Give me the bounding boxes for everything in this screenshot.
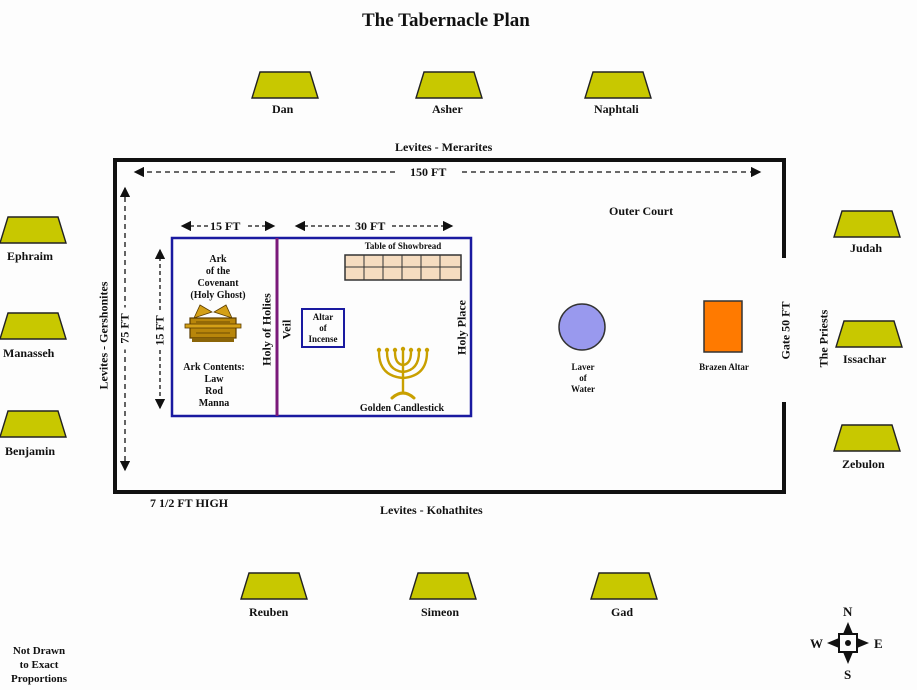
altar-line-3: Incense [308, 334, 338, 344]
tribe-dan: Dan [272, 102, 294, 116]
tribe-benjamin: Benjamin [5, 444, 56, 458]
golden-candlestick-label: Golden Candlestick [359, 403, 445, 414]
note-line-2: to Exact [19, 659, 59, 671]
laver-line-1: Laver [571, 362, 595, 372]
sanctuary [170, 236, 473, 418]
table-of-showbread-label: Table of Showbread [364, 241, 442, 251]
ark-title-line-4: (Holy Ghost) [190, 290, 246, 301]
dim-30ft: 30 FT [355, 219, 386, 233]
tribe-simeon: Simeon [421, 605, 460, 619]
laver-of-water [558, 303, 606, 351]
outer-court-label: Outer Court [609, 204, 674, 218]
laver-line-2: of [579, 373, 587, 383]
candlestick-cups [376, 346, 430, 353]
dim-15ft-vertical: 15 FT [152, 311, 168, 350]
levites-merarites: Levites - Merarites [395, 140, 493, 154]
laver-label: Laver of Water [562, 362, 604, 395]
dim-15ft-horizontal: 15 FT [210, 219, 241, 233]
holy-place-label: Holy Place [454, 300, 469, 355]
brazen-altar-label: Brazen Altar [699, 362, 749, 372]
brazen-altar [703, 300, 743, 353]
ark-contents-label: Ark Contents: Law Rod Manna [176, 362, 252, 410]
compass-n: N [843, 604, 853, 619]
tribe-reuben: Reuben [249, 605, 289, 619]
note-line-3: Proportions [10, 673, 68, 685]
holy-of-holies-label: Holy of Holies [259, 293, 274, 366]
page-title: The Tabernacle Plan [362, 10, 530, 31]
veil-label: Veil [279, 319, 294, 340]
ark-of-covenant-icon [184, 304, 242, 342]
tribe-judah: Judah [850, 241, 883, 255]
golden-candlestick-icon [377, 348, 429, 400]
tribe-asher: Asher [432, 102, 463, 116]
altar-line-1: Altar [312, 312, 334, 322]
outer-court-wall [113, 158, 786, 494]
gate-label: Gate 50 FT [778, 301, 793, 360]
levites-kohathites: Levites - Kohathites [380, 503, 483, 517]
ark-title-label: Ark of the Covenant (Holy Ghost) [188, 254, 248, 302]
tribe-zebulon: Zebulon [842, 457, 885, 471]
tribe-manasseh: Manasseh [3, 346, 55, 360]
ark-title-line-2: of the [205, 266, 231, 277]
altar-of-incense [301, 308, 345, 348]
compass-w: W [810, 636, 823, 651]
altar-line-2: of [319, 323, 327, 333]
dim-150ft: 150 FT [408, 165, 449, 180]
ark-contents-heading: Ark Contents: [183, 362, 245, 373]
altar-of-incense-label: Altar of Incense [302, 312, 344, 345]
height-label: 7 1/2 FT HIGH [150, 496, 229, 510]
ark-contents-manna: Manna [198, 398, 230, 409]
ark-title-line-3: Covenant [197, 278, 239, 289]
compass-icon [827, 622, 869, 664]
tribe-ephraim: Ephraim [7, 249, 54, 263]
ark-title-line-1: Ark [209, 254, 227, 265]
compass-s: S [844, 667, 852, 682]
proportions-note: Not Drawn to Exact Proportions [4, 644, 74, 686]
ark-contents-law: Law [204, 374, 224, 385]
ark-contents-rod: Rod [205, 386, 223, 397]
laver-line-3: Water [571, 384, 595, 394]
tribe-issachar: Issachar [843, 352, 887, 366]
compass-e: E [874, 636, 883, 651]
dim-75ft: 75 FT [117, 307, 133, 350]
note-line-1: Not Drawn [12, 645, 66, 657]
tribe-gad: Gad [611, 605, 634, 619]
tribe-naphtali: Naphtali [594, 102, 639, 116]
